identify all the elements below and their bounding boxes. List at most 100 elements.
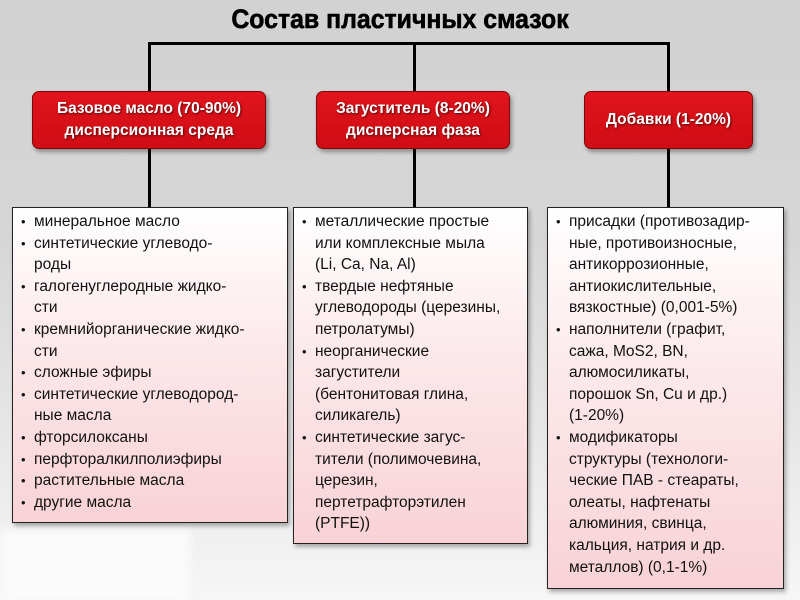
diagram-title: Состав пластичных смазок (231, 4, 569, 35)
header-base-oil-line2: дисперсионная среда (64, 122, 234, 139)
list-item-line: (Li, Ca, Na, Al) (315, 256, 416, 274)
list-item-line: перфторалкилполиэфиры (34, 450, 222, 468)
list-item-line: (бентонитовая глина, (315, 385, 469, 403)
background-patch (0, 530, 190, 600)
bullet-icon: • (556, 321, 561, 337)
list-item-line: металлов) (0,1-1%) (569, 558, 708, 576)
connector-right-top (667, 42, 670, 92)
list-additives-items: • присадки (противозадир-ные, противоизно… (556, 211, 779, 578)
bullet-icon: • (21, 473, 26, 489)
list-item-line: пертетрафторэтилен (315, 493, 466, 511)
list-item: • неорганические загустители (бентонитовая … (302, 341, 523, 427)
list-base-oil: • минеральное масло • синтетические углевод… (12, 207, 288, 523)
list-item-line: антикоррозионные, (569, 256, 709, 274)
bullet-icon: • (21, 386, 26, 402)
list-item: • присадки (противозадир-ные, противоизно… (556, 211, 779, 319)
list-item: • фторсилоксаны (21, 427, 283, 449)
connector-left-bottom (148, 147, 151, 208)
header-additives-line1: Добавки (1-20%) (605, 111, 732, 128)
list-item-line: синтетические углеводо- (34, 234, 213, 252)
list-item-line: роды (34, 256, 72, 274)
list-item-line: растительные масла (34, 472, 185, 490)
list-item-line: ческие ПАВ - стеараты, (569, 472, 739, 490)
list-item-line: (PTFE)) (315, 515, 371, 533)
bullet-icon: • (21, 429, 26, 445)
bullet-icon: • (302, 429, 307, 445)
header-thickener-line2: дисперсная фаза (346, 122, 480, 139)
bullet-icon: • (21, 451, 26, 467)
list-item-line: антиокислительные, (569, 277, 717, 295)
header-thickener-line1: Загуститель (8-20%) (336, 100, 490, 117)
connector-center-top (413, 42, 416, 92)
list-item-line: петролатумы) (315, 320, 415, 338)
list-item-line: синтетические загус- (315, 428, 466, 446)
list-item-line: неорганические (315, 342, 430, 360)
list-item-line: синтетические углеводород- (34, 385, 239, 403)
list-item-line: наполнители (графит, (569, 320, 726, 338)
list-item-line: церезин, (315, 472, 378, 490)
list-item-line: сти (34, 342, 58, 360)
list-item-line: тители (полимочевина, (315, 450, 482, 468)
connector-right-bottom (667, 147, 670, 208)
bullet-icon: • (21, 494, 26, 510)
list-item-line: сти (34, 299, 58, 317)
list-item: • другие масла (21, 492, 283, 514)
list-item: • синтетические углеводо-роды (21, 233, 283, 276)
list-item: • синтетические загус-тители (полимочевин… (302, 427, 523, 535)
bullet-icon: • (21, 214, 26, 229)
list-item: • галогенуглеродные жидко-сти (21, 276, 283, 319)
list-base-oil-items: • минеральное масло • синтетические углевод… (21, 211, 283, 513)
list-item: • сложные эфиры (21, 362, 283, 384)
list-item-line: ные масла (34, 407, 112, 425)
bullet-icon: • (21, 321, 26, 337)
list-item: • кремнийорганические жидко-сти (21, 319, 283, 362)
list-item: • минеральное масло (21, 211, 283, 233)
bullet-icon: • (21, 278, 26, 294)
bullet-icon: • (302, 343, 307, 359)
header-base-oil: Базовое масло (70-90%) дисперсионная сре… (32, 91, 266, 149)
list-item-line: сложные эфиры (34, 364, 152, 382)
list-item-line: углеводороды (церезины, (315, 299, 501, 317)
bullet-icon: • (21, 235, 26, 251)
bullet-icon: • (556, 214, 561, 229)
list-item-line: олеаты, нафтенаты (569, 493, 711, 511)
list-item-line: структуры (технологи- (569, 450, 729, 468)
header-base-oil-line1: Базовое масло (70-90%) (56, 100, 242, 117)
connector-center-bottom (413, 147, 416, 208)
list-item-line: кальция, натрия и др. (569, 536, 726, 554)
list-additives: • присадки (противозадир-ные, противоизно… (547, 207, 784, 589)
list-item-line: твердые нефтяные (315, 277, 454, 295)
connector-left-top (148, 42, 151, 92)
list-item-line: металлические простые (315, 213, 490, 230)
list-item-line: кремнийорганические жидко- (34, 320, 245, 338)
list-item-line: алюмосиликаты, (569, 364, 690, 382)
list-item-line: другие масла (34, 493, 132, 511)
list-item-line: вязкостные) (0,001-5%) (569, 299, 738, 317)
header-additives: Добавки (1-20%) (584, 91, 753, 149)
list-item-line: силикагель) (315, 407, 401, 425)
list-item-line: (1-20%) (569, 407, 625, 425)
list-item: • твердые нефтяные углеводороды (церезины,… (302, 276, 523, 341)
bullet-icon: • (302, 278, 307, 294)
list-item-line: загустители (315, 364, 401, 382)
list-item: • растительные масла (21, 470, 283, 492)
list-item: • синтетические углеводород-ные масла (21, 384, 283, 427)
list-item-line: порошок Sn, Cu и др.) (569, 385, 728, 403)
list-item-line: минеральное масло (34, 213, 180, 230)
header-thickener: Загуститель (8-20%) дисперсная фаза (316, 91, 510, 149)
bullet-icon: • (21, 365, 26, 381)
list-item-line: присадки (противозадир- (569, 213, 750, 230)
bullet-icon: • (302, 214, 307, 229)
list-item-line: галогенуглеродные жидко- (34, 277, 227, 295)
connector-horizontal (148, 42, 670, 45)
list-item-line: алюминия, свинца, (569, 515, 707, 533)
list-item: •наполнители (графит,сажа, MoS2, BN,алюм… (556, 319, 779, 427)
bullet-icon: • (556, 429, 561, 445)
list-item-line: фторсилоксаны (34, 428, 148, 446)
list-item-line: ные, противоизносные, (569, 234, 737, 252)
list-item: • перфторалкилполиэфиры (21, 449, 283, 471)
